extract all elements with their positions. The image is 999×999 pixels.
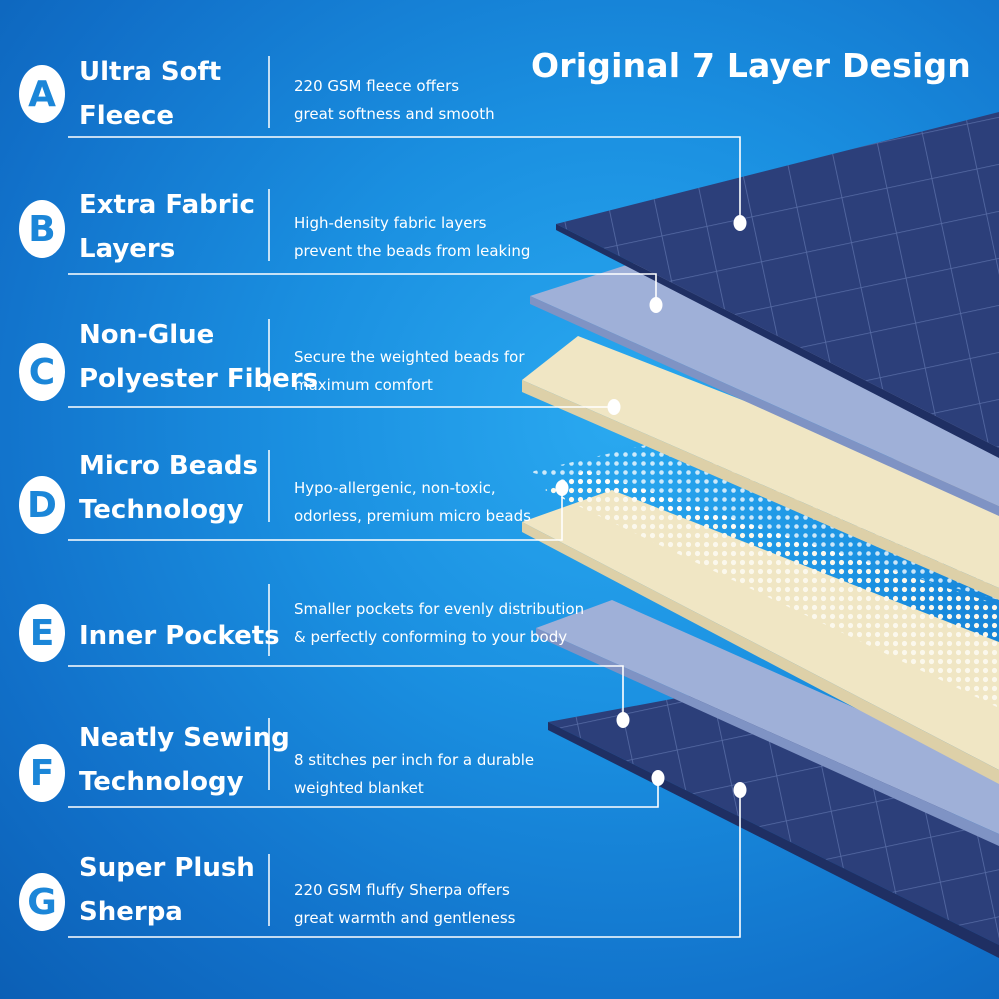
layer-desc-g-line-2: great warmth and gentleness — [294, 909, 516, 927]
row-divider-e — [268, 584, 270, 656]
leader-dots — [555, 215, 747, 798]
layer-c-fiber — [522, 336, 999, 600]
layer-desc-a-line-1: 220 GSM fleece offers — [294, 77, 460, 95]
letter-badge-d: D — [19, 476, 65, 534]
layer-name-e: Inner Pockets — [79, 614, 280, 658]
leader-line-e — [68, 665, 624, 720]
layer-name-g: Super Plush Sherpa — [79, 846, 255, 934]
layer-desc-a: 220 GSM fleece offers great softness and… — [294, 72, 495, 128]
layer-desc-a-line-2: great softness and smooth — [294, 105, 495, 123]
layer-row-b: B Extra Fabric Layers High-density fabri… — [0, 183, 999, 271]
layer-name-e-line-1: Inner Pockets — [79, 621, 280, 651]
leader-dot-b — [649, 297, 663, 313]
leader-line-a — [68, 136, 741, 223]
layer-desc-c: Secure the weighted beads for maximum co… — [294, 343, 525, 399]
layer-name-b-line-1: Extra Fabric — [79, 190, 255, 220]
leader-line-d — [68, 490, 563, 541]
row-divider-f — [268, 718, 270, 790]
leader-lines — [68, 136, 741, 938]
row-divider-b — [268, 189, 270, 261]
layer-name-f-line-2: Technology — [79, 767, 244, 797]
layer-name-a-line-2: Fleece — [79, 101, 174, 131]
leader-dot-g — [733, 782, 747, 798]
layer-name-c-line-1: Non-Glue — [79, 320, 215, 350]
layer-name-a: Ultra Soft Fleece — [79, 50, 221, 138]
layer-name-b-line-2: Layers — [79, 234, 176, 264]
leader-line-g — [68, 790, 741, 938]
layer-desc-g-line-1: 220 GSM fluffy Sherpa offers — [294, 881, 510, 899]
layer-d-beads — [530, 444, 999, 708]
layer-desc-e: Smaller pockets for evenly distribution … — [294, 595, 584, 651]
leader-line-b — [68, 273, 657, 305]
layer-f-lavender — [536, 600, 999, 846]
letter-badge-f: F — [19, 744, 65, 802]
leader-dot-c — [607, 399, 621, 415]
layer-name-d-line-2: Technology — [79, 495, 244, 525]
letter-badge-e: E — [19, 604, 65, 662]
layer-desc-d-line-1: Hypo-allergenic, non-toxic, — [294, 479, 496, 497]
row-divider-c — [268, 319, 270, 391]
layer-name-c: Non-Glue Polyester Fibers — [79, 313, 318, 401]
page-title: Original 7 Layer Design — [531, 46, 971, 85]
layer-desc-b-line-2: prevent the beads from leaking — [294, 242, 531, 260]
leader-dot-e — [616, 712, 630, 728]
layer-b-lavender — [530, 262, 999, 516]
leader-line-f — [68, 778, 659, 808]
layer-row-f: F Neatly Sewing Technology 8 stitches pe… — [0, 716, 999, 804]
letter-badge-b: B — [19, 200, 65, 258]
row-divider-g — [268, 854, 270, 926]
layer-name-f: Neatly Sewing Technology — [79, 716, 290, 804]
layer-desc-b-line-1: High-density fabric layers — [294, 214, 487, 232]
layer-desc-c-line-1: Secure the weighted beads for — [294, 348, 525, 366]
layer-desc-e-line-1: Smaller pockets for evenly distribution — [294, 600, 585, 618]
layer-desc-d: Hypo-allergenic, non-toxic, odorless, pr… — [294, 474, 531, 530]
layer-name-d-line-1: Micro Beads — [79, 451, 259, 481]
letter-badge-g: G — [19, 873, 65, 931]
layer-name-d: Micro Beads Technology — [79, 444, 258, 532]
layer-row-g: G Super Plush Sherpa 220 GSM fluffy Sher… — [0, 846, 999, 934]
row-divider-d — [268, 450, 270, 522]
layer-desc-d-line-2: odorless, premium micro beads — [294, 507, 531, 525]
layer-desc-b: High-density fabric layers prevent the b… — [294, 209, 530, 265]
layer-name-g-line-2: Sherpa — [79, 897, 183, 927]
layer-desc-f-line-1: 8 stitches per inch for a durable — [294, 751, 535, 769]
letter-badge-a: A — [19, 65, 65, 123]
layer-row-e: E Inner Pockets Smaller pockets for even… — [0, 578, 999, 666]
layer-desc-e-line-2: & perfectly conforming to your body — [294, 628, 568, 646]
leader-dot-a — [733, 215, 747, 231]
layer-name-b: Extra Fabric Layers — [79, 183, 255, 271]
layer-name-c-line-2: Polyester Fibers — [79, 364, 319, 394]
layer-row-d: D Micro Beads Technology Hypo-allergenic… — [0, 444, 999, 534]
layer-name-f-line-1: Neatly Sewing — [79, 723, 290, 753]
letter-badge-c: C — [19, 343, 65, 401]
row-divider-a — [268, 56, 270, 128]
layer-e-fiber — [522, 490, 999, 784]
leader-dot-d — [555, 480, 569, 496]
layer-desc-g: 220 GSM fluffy Sherpa offers great warmt… — [294, 876, 515, 932]
leader-dot-f — [651, 770, 665, 786]
layer-row-c: C Non-Glue Polyester Fibers Secure the w… — [0, 313, 999, 401]
layer-a-fleece — [556, 112, 999, 458]
layer-name-a-line-1: Ultra Soft — [79, 57, 222, 87]
layer-desc-c-line-2: maximum comfort — [294, 376, 433, 394]
layer-desc-f: 8 stitches per inch for a durable weight… — [294, 746, 534, 802]
layer-row-a: A Ultra Soft Fleece 220 GSM fleece offer… — [0, 50, 999, 138]
layer-name-g-line-1: Super Plush — [79, 853, 255, 883]
layer-desc-f-line-2: weighted blanket — [294, 779, 424, 797]
